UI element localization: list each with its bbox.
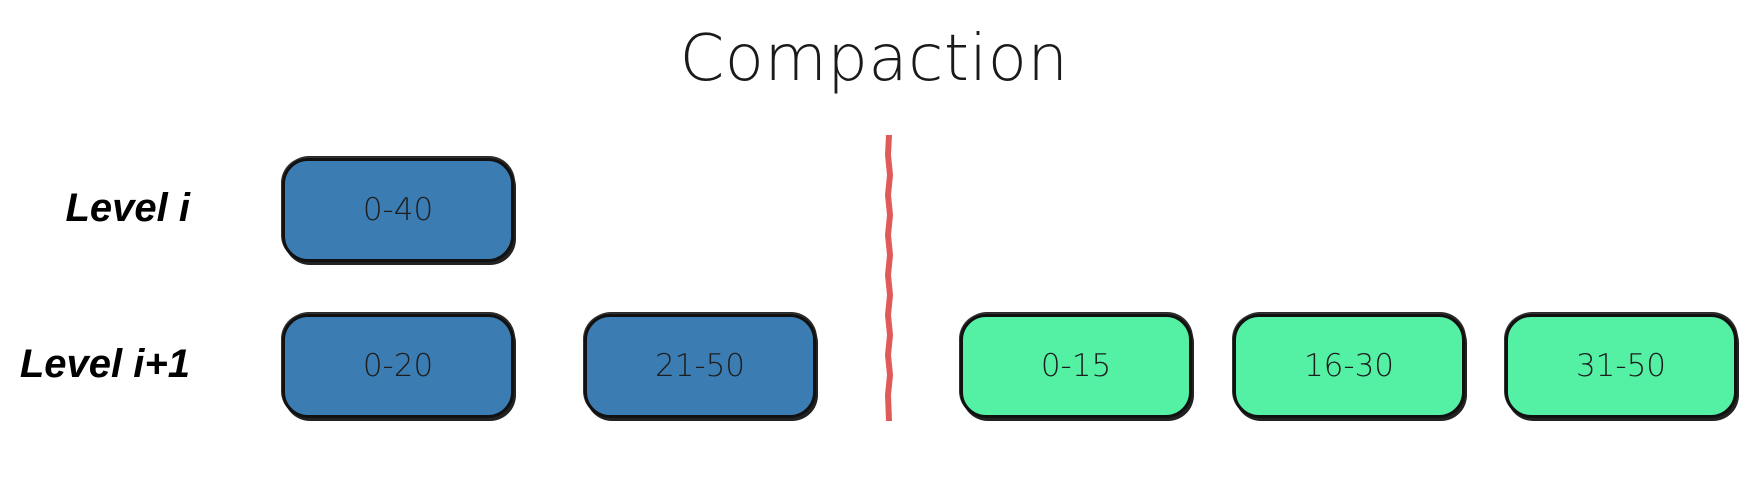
- diagram-title: Compaction: [679, 22, 1069, 96]
- sstable-block-level-i1: 21-50: [584, 314, 816, 418]
- compaction-divider: [885, 135, 893, 421]
- sstable-block-merged: 0-15: [960, 314, 1192, 418]
- level-i-label: Level i: [65, 186, 190, 230]
- sstable-block-merged: 31-50: [1505, 314, 1737, 418]
- level-i1-label: Level i+1: [19, 342, 190, 386]
- sstable-block-level-i: 0-40: [282, 158, 514, 262]
- sstable-block-merged: 16-30: [1233, 314, 1465, 418]
- sstable-block-level-i1: 0-20: [282, 314, 514, 418]
